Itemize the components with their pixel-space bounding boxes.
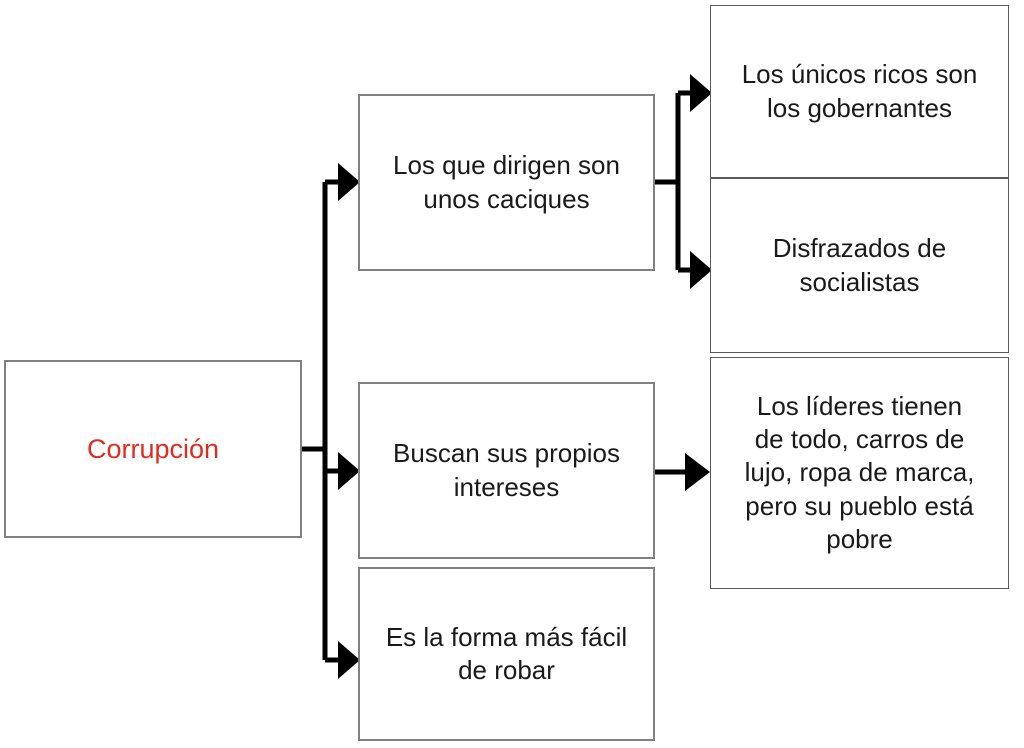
node-caciques-label: Los que dirigen son unos caciques bbox=[393, 150, 620, 214]
node-ricos-gobernantes[interactable]: Los únicos ricos son los gobernantes bbox=[710, 5, 1009, 178]
node-caciques[interactable]: Los que dirigen son unos caciques bbox=[358, 94, 655, 271]
node-robar-label: Es la forma más fácil de robar bbox=[385, 621, 628, 685]
arrowhead-caciques-to-ricos bbox=[690, 74, 712, 112]
node-lideres-riqueza[interactable]: Los líderes tienen de todo, carros de lu… bbox=[710, 357, 1009, 589]
node-intereses-label: Buscan sus propios intereses bbox=[393, 438, 620, 502]
node-disfrazados-label: Disfrazados de socialistas bbox=[772, 233, 947, 297]
node-root-label: Corrupción bbox=[86, 433, 220, 464]
arrowhead-root-to-robar bbox=[338, 641, 360, 679]
arrowhead-root-to-intereses bbox=[338, 452, 360, 490]
node-robar[interactable]: Es la forma más fácil de robar bbox=[358, 567, 655, 741]
node-intereses[interactable]: Buscan sus propios intereses bbox=[358, 382, 655, 559]
node-ricos-label: Los únicos ricos son los gobernantes bbox=[741, 59, 978, 123]
arrowhead-intereses-to-lideres bbox=[685, 453, 710, 491]
arrowhead-caciques-to-disfrazados bbox=[690, 251, 712, 289]
node-root-corrupcion[interactable]: Corrupción bbox=[4, 360, 302, 538]
arrowhead-root-to-caciques bbox=[338, 163, 360, 201]
node-disfrazados-socialistas[interactable]: Disfrazados de socialistas bbox=[710, 178, 1009, 353]
node-lideres-label: Los líderes tienen de todo, carros de lu… bbox=[744, 390, 975, 554]
